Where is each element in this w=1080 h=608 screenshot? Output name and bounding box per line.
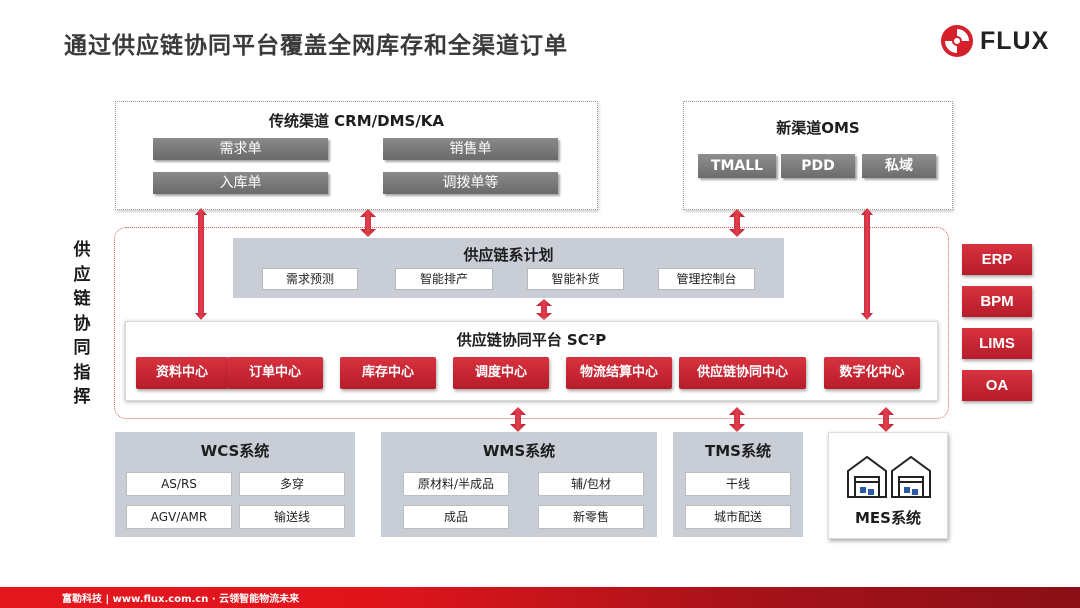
traditional-channel-header: 传统渠道 CRM/DMS/KA — [268, 112, 445, 130]
new-retail-button[interactable]: 新零售 — [538, 505, 644, 529]
city-delivery-button[interactable]: 城市配送 — [685, 505, 791, 529]
flux-logo-icon — [941, 25, 973, 57]
smart-replenishment-button[interactable]: 智能补货 — [527, 268, 624, 290]
wms-header: WMS系统 — [482, 442, 556, 460]
demand-forecast-button[interactable]: 需求预测 — [262, 268, 358, 290]
master-data-center-button[interactable]: 资料中心 — [136, 357, 228, 389]
wcs-header: WCS系统 — [200, 442, 270, 460]
packaging-button[interactable]: 辅/包材 — [538, 472, 644, 496]
multi-shuttle-button[interactable]: 多穿 — [239, 472, 345, 496]
dispatch-center-button[interactable]: 调度中心 — [453, 357, 549, 389]
wcs-panel: WCS系统 AS/RS 多穿 AGV/AMR 输送线 — [115, 432, 355, 537]
tms-header: TMS系统 — [705, 442, 771, 460]
inventory-center-button[interactable]: 库存中心 — [340, 357, 436, 389]
finished-goods-button[interactable]: 成品 — [403, 505, 509, 529]
sales-order-button[interactable]: 销售单 — [383, 138, 558, 160]
traditional-channel-box: 传统渠道 CRM/DMS/KA 需求单 销售单 入库单 调拨单等 — [115, 101, 598, 210]
tms-panel: TMS系统 干线 城市配送 — [673, 432, 803, 537]
digitalization-center-button[interactable]: 数字化中心 — [824, 357, 920, 389]
side-vertical-label: 供应链协同指挥 — [73, 240, 91, 407]
pdd-button[interactable]: PDD — [781, 154, 855, 178]
trunk-line-button[interactable]: 干线 — [685, 472, 791, 496]
new-channel-header: 新渠道OMS — [776, 119, 860, 137]
warehouse-icon — [847, 455, 931, 498]
arrow-oms-to-region — [729, 209, 745, 237]
transfer-order-button[interactable]: 调拨单等 — [383, 172, 558, 194]
demand-order-button[interactable]: 需求单 — [153, 138, 328, 160]
conveyor-button[interactable]: 输送线 — [239, 505, 345, 529]
lims-button[interactable]: LIMS — [962, 328, 1032, 359]
logistics-settlement-center-button[interactable]: 物流结算中心 — [566, 357, 672, 389]
arrow-platform-to-mes — [878, 407, 894, 432]
arrow-oms-to-platform — [861, 208, 873, 320]
management-console-button[interactable]: 管理控制台 — [658, 268, 755, 290]
arrow-platform-to-tms — [729, 407, 745, 432]
new-channel-box: 新渠道OMS TMALL PDD 私域 — [683, 101, 953, 210]
platform-header: 供应链协同平台 SC²P — [456, 331, 607, 349]
bpm-button[interactable]: BPM — [962, 286, 1032, 317]
mes-panel[interactable]: MES系统 — [828, 432, 948, 539]
footer-text: 富勒科技 | www.flux.com.cn · 云领智能物流未来 — [62, 594, 300, 605]
footer-bar — [0, 587, 1080, 608]
collaboration-region — [114, 227, 949, 419]
flux-logo: FLUX — [940, 24, 1049, 58]
smart-scheduling-button[interactable]: 智能排产 — [395, 268, 493, 290]
inbound-order-button[interactable]: 入库单 — [153, 172, 328, 194]
planning-header: 供应链系计划 — [463, 246, 554, 264]
arrow-traditional-to-platform — [195, 208, 207, 320]
wms-panel: WMS系统 原材料/半成品 辅/包材 成品 新零售 — [381, 432, 657, 537]
arrow-planning-to-platform — [536, 299, 552, 320]
arrow-traditional-to-region — [360, 209, 376, 237]
order-center-button[interactable]: 订单中心 — [227, 357, 323, 389]
mes-label: MES系统 — [855, 509, 921, 527]
arrow-platform-to-wms — [510, 407, 526, 432]
oa-button[interactable]: OA — [962, 370, 1032, 401]
page-title: 通过供应链协同平台覆盖全网库存和全渠道订单 — [64, 33, 568, 59]
asrs-button[interactable]: AS/RS — [126, 472, 232, 496]
raw-materials-button[interactable]: 原材料/半成品 — [403, 472, 509, 496]
tmall-button[interactable]: TMALL — [698, 154, 776, 178]
planning-panel: 供应链系计划 需求预测 智能排产 智能补货 管理控制台 — [233, 238, 784, 298]
supply-chain-collab-center-button[interactable]: 供应链协同中心 — [679, 357, 806, 389]
platform-panel: 供应链协同平台 SC²P 资料中心 订单中心 库存中心 调度中心 物流结算中心 … — [125, 321, 938, 401]
logo-text: FLUX — [980, 26, 1050, 55]
private-domain-button[interactable]: 私域 — [862, 154, 936, 178]
agv-amr-button[interactable]: AGV/AMR — [126, 505, 232, 529]
erp-button[interactable]: ERP — [962, 244, 1032, 275]
